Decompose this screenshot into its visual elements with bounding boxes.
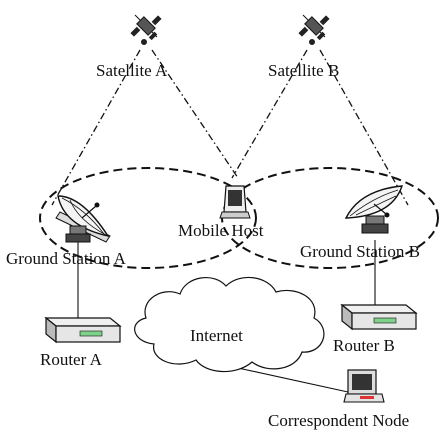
link-satA-mobile (151, 49, 239, 179)
correspondent-node-icon (343, 369, 385, 403)
link-satB-mobile (231, 49, 308, 179)
mobile-host-icon (219, 185, 251, 219)
ground-station-a-icon (55, 195, 111, 243)
router-b-label: Router B (333, 336, 395, 355)
ground-station-b-icon (344, 185, 404, 234)
link-internet-correspondent (237, 367, 349, 393)
router-a-icon (44, 316, 122, 344)
satellite-a-label: Satellite A (96, 61, 168, 80)
link-satB-groundB (319, 49, 409, 206)
satellite-a-icon (130, 14, 162, 45)
internet-label: Internet (190, 326, 243, 345)
wired-links (77, 240, 376, 393)
ground-station-a-label: Ground Station A (6, 249, 127, 268)
mobile-host-label: Mobile Host (178, 221, 264, 240)
satellite-b-label: Satellite B (268, 61, 339, 80)
internet-cloud-icon (134, 276, 325, 373)
router-b-icon (340, 303, 418, 331)
link-satA-groundA (51, 49, 141, 206)
ground-station-b-label: Ground Station B (300, 242, 420, 261)
router-a-label: Router A (40, 350, 103, 369)
satellite-b-icon (298, 14, 330, 45)
correspondent-node-label: Correspondent Node (268, 411, 409, 430)
coverage-area-a (39, 167, 257, 269)
satellite-links (51, 49, 409, 206)
